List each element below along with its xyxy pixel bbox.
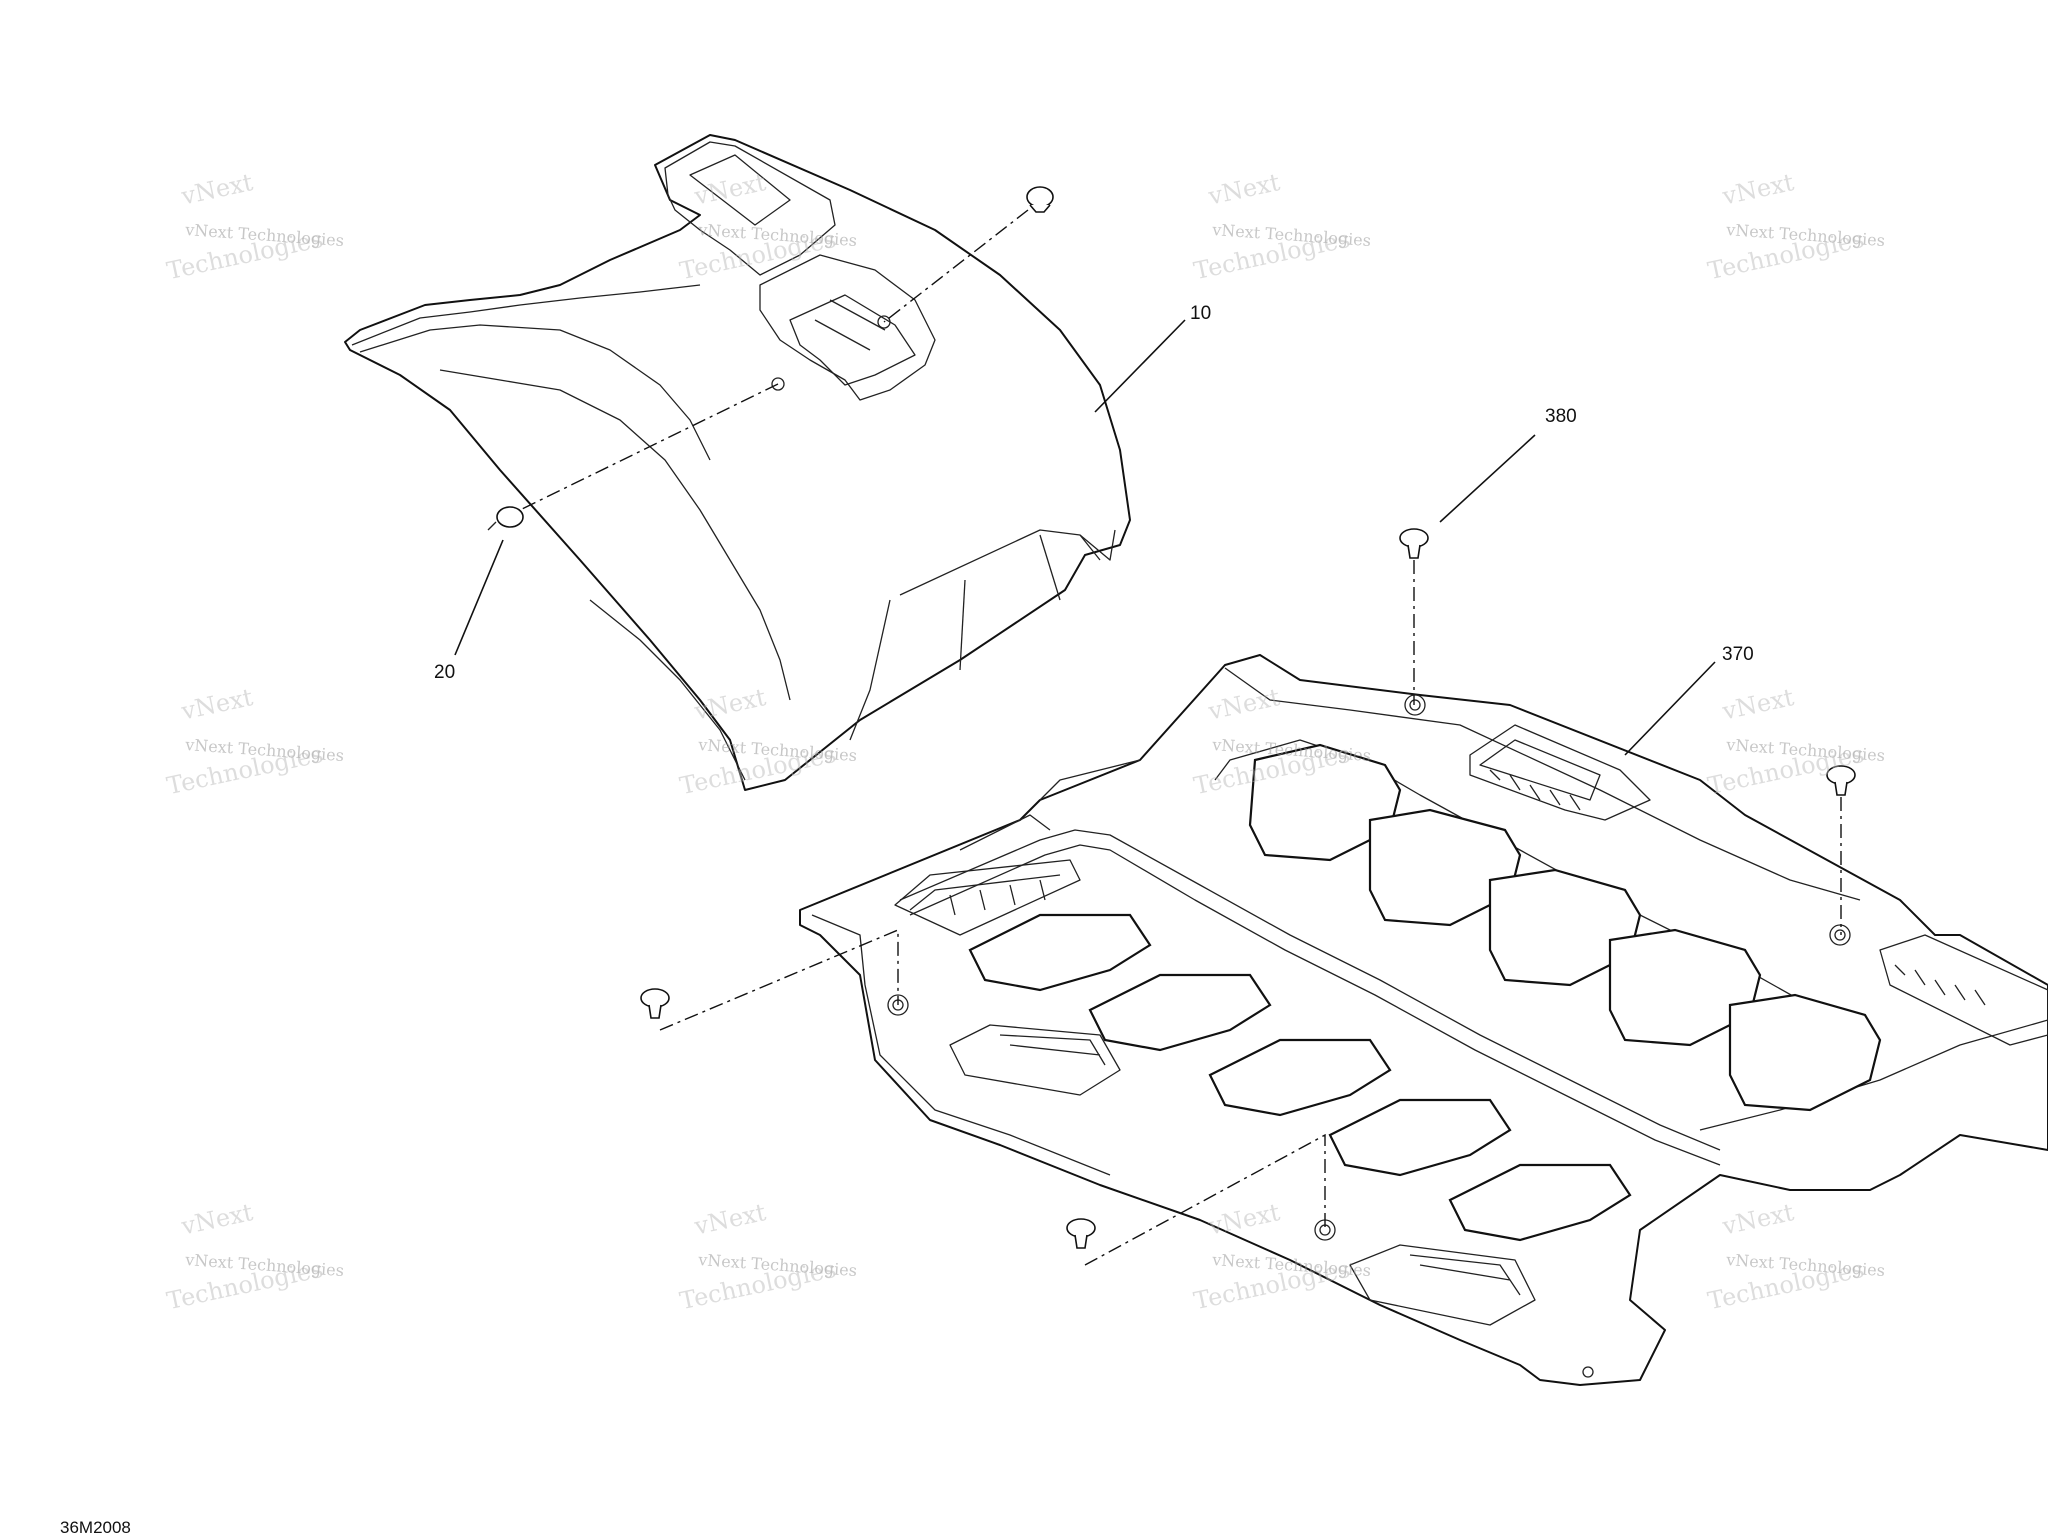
watermark-r2c1: vNext vNext Technologies Technologies — [164, 683, 344, 800]
watermark-r3c2: vNext vNext Technologies Technologies — [677, 1198, 857, 1315]
svg-text:vNext: vNext — [1719, 683, 1797, 726]
fastener-380-right — [1826, 765, 1856, 796]
svg-text:vNext: vNext — [178, 1198, 256, 1241]
watermark-r1c3: vNext vNext Technologies Technologies — [1191, 168, 1371, 285]
skid-plate-part-370 — [799, 654, 2048, 1386]
assembly-center-lines — [519, 209, 1842, 1266]
skid-plate-pads — [968, 743, 1882, 1242]
callout-370: 370 — [1722, 644, 1754, 665]
callout-380: 380 — [1545, 406, 1577, 427]
front-cover-part-10 — [344, 134, 1131, 791]
fastener-screw-part-20 — [487, 506, 524, 531]
callout-10: 10 — [1190, 303, 1211, 324]
svg-text:vNext: vNext — [178, 168, 256, 211]
fastener-380-top — [1399, 528, 1429, 559]
watermark-r1c1: vNext vNext Technologies Technologies — [164, 168, 344, 285]
callout-20: 20 — [434, 662, 455, 683]
fastener-380-bottom — [1066, 1218, 1096, 1249]
skid-plate-logo-panels — [949, 724, 2048, 1326]
leader-lines — [454, 319, 1716, 756]
reference-code: 36M2008 — [60, 1518, 131, 1536]
fastener-380-left — [640, 988, 670, 1019]
svg-text:vNext: vNext — [1719, 168, 1797, 211]
svg-text:vNext: vNext — [1719, 1198, 1797, 1241]
fastener-screw-top — [1026, 186, 1054, 213]
svg-text:vNext: vNext — [1205, 168, 1283, 211]
watermark-r3c1: vNext vNext Technologies Technologies — [164, 1198, 344, 1315]
watermark-r3c4: vNext vNext Technologies Technologies — [1705, 1198, 1885, 1315]
svg-text:vNext: vNext — [691, 1198, 769, 1241]
watermark-r2c4: vNext vNext Technologies Technologies — [1705, 683, 1885, 800]
watermark-r1c4: vNext vNext Technologies Technologies — [1705, 168, 1885, 285]
svg-text:vNext: vNext — [178, 683, 256, 726]
